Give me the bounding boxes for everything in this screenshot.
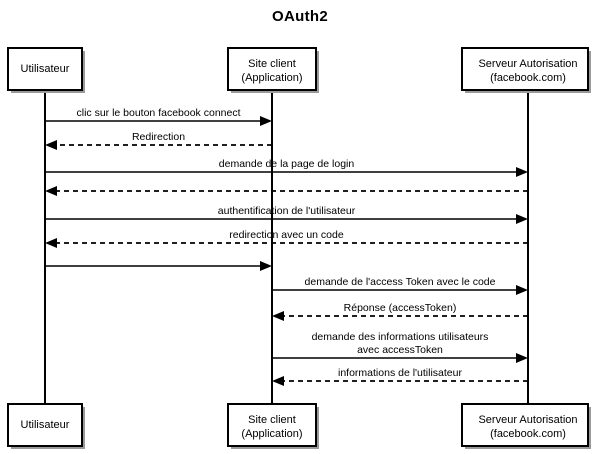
message-arrowhead	[516, 353, 528, 363]
message-arrow[interactable]	[45, 261, 272, 271]
actor-label-line2: (Application)	[241, 428, 302, 440]
message-arrow[interactable]: demande de la page de login	[45, 158, 528, 177]
message-label: demande de la page de login	[219, 158, 355, 170]
message-arrowhead	[272, 311, 284, 321]
message-label: informations de l'utilisateur	[338, 367, 462, 379]
message-arrowhead	[260, 116, 272, 126]
message-arrow[interactable]: authentification de l'utilisateur	[45, 205, 528, 224]
message-arrow[interactable]: Réponse (accessToken)	[272, 302, 528, 321]
messages-layer: clic sur le bouton facebook connectRedir…	[45, 107, 528, 386]
message-label: demande de l'access Token avec le code	[305, 276, 496, 288]
message-arrowhead	[516, 214, 528, 224]
message-arrow[interactable]: demande des informations utilisateursave…	[272, 331, 528, 363]
message-arrow[interactable]: demande de l'access Token avec le code	[272, 276, 528, 295]
actor-box-outline	[461, 47, 589, 91]
message-label: Redirection	[132, 131, 185, 143]
page-title: OAuth2	[272, 8, 328, 25]
actor-label-line2: (Application)	[241, 72, 302, 84]
actor-box-outline	[227, 47, 317, 91]
message-arrow[interactable]: clic sur le bouton facebook connect	[45, 107, 272, 126]
message-label: redirection avec un code	[229, 229, 344, 241]
actor-box-bottom-client[interactable]: Site client (Application)	[227, 403, 319, 449]
message-label: avec accessToken	[357, 344, 443, 356]
actor-box-outline	[7, 403, 83, 447]
actor-label-line2: (facebook.com)	[490, 72, 566, 84]
message-arrowhead	[45, 238, 57, 248]
message-arrowhead	[45, 140, 57, 150]
actor-box-outline	[7, 47, 83, 91]
message-label: authentification de l'utilisateur	[218, 205, 356, 217]
message-arrowhead	[516, 285, 528, 295]
message-arrow[interactable]: informations de l'utilisateur	[272, 367, 528, 386]
message-label: demande des informations utilisateurs	[312, 331, 489, 343]
message-arrowhead	[516, 167, 528, 177]
actor-label-line1: Site client	[248, 414, 296, 426]
actor-box-bottom-user[interactable]: Utilisateur	[7, 403, 85, 449]
actor-label-line1: Utilisateur	[21, 419, 70, 431]
actor-label-line1: Utilisateur	[21, 63, 70, 75]
message-arrowhead	[272, 376, 284, 386]
actor-label-line1: Site client	[248, 58, 296, 70]
actor-label-line1: Serveur Autorisation	[478, 58, 577, 70]
message-label: Réponse (accessToken)	[344, 302, 457, 314]
actor-box-top-user[interactable]: Utilisateur	[7, 47, 85, 93]
message-arrow[interactable]: Redirection	[45, 131, 272, 150]
message-arrowhead	[45, 186, 57, 196]
actor-label-line2: (facebook.com)	[490, 428, 566, 440]
message-arrowhead	[260, 261, 272, 271]
actor-label-line1: Serveur Autorisation	[478, 414, 577, 426]
actor-box-outline	[227, 403, 317, 447]
message-label: clic sur le bouton facebook connect	[76, 107, 240, 119]
lifelines-layer	[44, 90, 529, 404]
actor-box-top-server[interactable]: Serveur Autorisation (facebook.com)	[461, 47, 591, 93]
actor-box-outline	[461, 403, 589, 447]
actor-box-top-client[interactable]: Site client (Application)	[227, 47, 319, 93]
message-arrow[interactable]	[45, 186, 528, 196]
actor-box-bottom-server[interactable]: Serveur Autorisation (facebook.com)	[461, 403, 591, 449]
message-arrow[interactable]: redirection avec un code	[45, 229, 528, 248]
